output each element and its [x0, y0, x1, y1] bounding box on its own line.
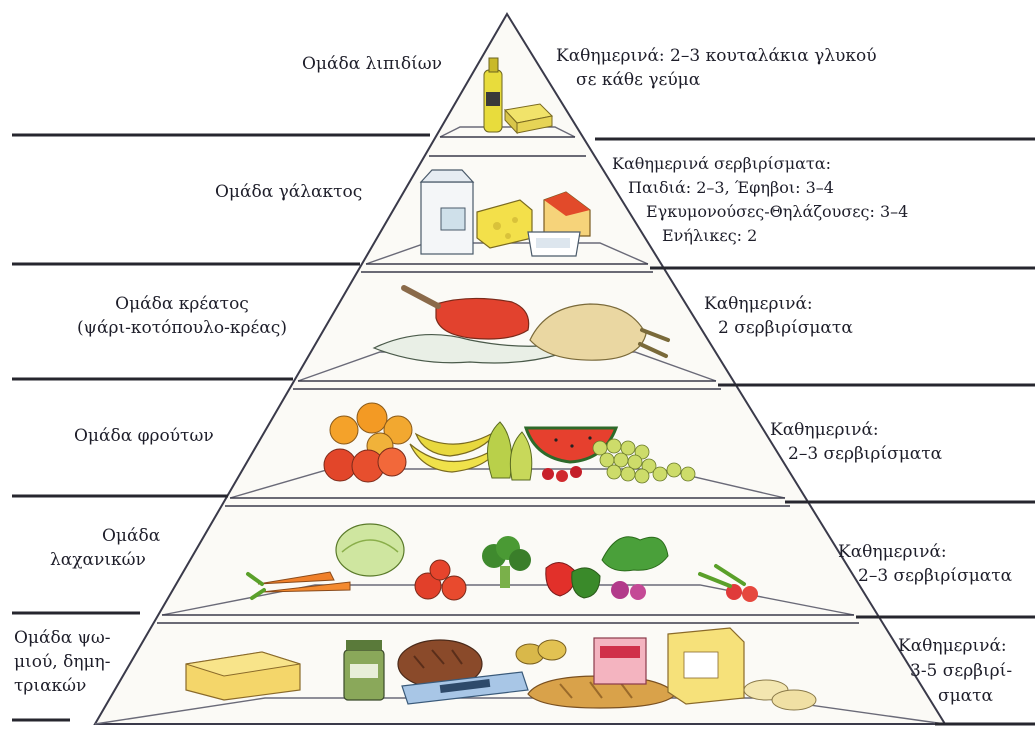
cereal-box-illustration: [594, 638, 646, 684]
recommendation-dairy-line-1: Καθημερινά σερβιρίσματα:: [612, 152, 908, 176]
recommendation-fats: Καθημερινά: 2–3 κουταλάκια γλυκού σε κάθ…: [556, 44, 877, 92]
recommendation-fats-line-2: σε κάθε γεύμα: [556, 68, 877, 92]
recommendation-meat-line-1: Καθημερινά:: [704, 292, 853, 316]
label-fats-group: Ομάδα λιπιδίων: [302, 52, 442, 76]
label-vegetables-group-line-1: Ομάδα: [42, 524, 202, 548]
recommendation-vegetables-line-2: 2–3 σερβιρίσματα: [838, 564, 1012, 588]
recommendation-fruits-line-1: Καθημερινά:: [770, 418, 942, 442]
jar-illustration: [344, 640, 384, 700]
label-meat-group-line-2: (ψάρι-κοτόπουλο-κρέας): [32, 316, 332, 340]
recommendation-grains-line-3: σματα: [898, 684, 1012, 709]
recommendation-fruits-line-2: 2–3 σερβιρίσματα: [770, 442, 942, 466]
label-meat-group: Ομάδα κρέατος (ψάρι-κοτόπουλο-κρέας): [32, 292, 332, 340]
milk-carton-illustration: [421, 170, 473, 254]
recommendation-dairy-line-4: Ενήλικες: 2: [612, 224, 908, 248]
recommendation-dairy-line-2: Παιδιά: 2–3, Έφηβοι: 3–4: [612, 176, 908, 200]
label-vegetables-group: Ομάδα λαχανικών: [42, 524, 202, 572]
label-dairy-group: Ομάδα γάλακτος: [215, 180, 362, 204]
recommendation-meat: Καθημερινά: 2 σερβιρίσματα: [704, 292, 853, 340]
label-grains-group-line-3: τριακών: [14, 674, 111, 698]
label-grains-group-line-2: μιού, δημη-: [14, 650, 111, 674]
flour-bag-illustration: [668, 628, 744, 704]
recommendation-vegetables: Καθημερινά: 2–3 σερβιρίσματα: [838, 540, 1012, 588]
recommendation-grains-line-2: 3-5 σερβιρί-: [898, 659, 1012, 684]
recommendation-fats-line-1: Καθημερινά: 2–3 κουταλάκια γλυκού: [556, 44, 877, 68]
label-fruits-group: Ομάδα φρούτων: [74, 424, 214, 448]
recommendation-grains-line-1: Καθημερινά:: [898, 634, 1012, 659]
recommendation-vegetables-line-1: Καθημερινά:: [838, 540, 1012, 564]
recommendation-grains: Καθημερινά: 3-5 σερβιρί- σματα: [898, 634, 1012, 709]
recommendation-dairy-line-3: Εγκυμονούσες-Θηλάζουσες: 3–4: [612, 200, 908, 224]
yogurt-cup-illustration: [528, 232, 580, 256]
label-meat-group-line-1: Ομάδα κρέατος: [32, 292, 332, 316]
label-vegetables-group-line-2: λαχανικών: [42, 548, 202, 572]
recommendation-meat-line-2: 2 σερβιρίσματα: [704, 316, 853, 340]
cabbage-illustration: [336, 524, 404, 576]
recommendation-dairy: Καθημερινά σερβιρίσματα: Παιδιά: 2–3, Έφ…: [612, 152, 908, 248]
label-grains-group-line-1: Ομάδα ψω-: [14, 626, 111, 650]
recommendation-fruits: Καθημερινά: 2–3 σερβιρίσματα: [770, 418, 942, 466]
label-grains-group: Ομάδα ψω- μιού, δημη- τριακών: [14, 626, 111, 698]
